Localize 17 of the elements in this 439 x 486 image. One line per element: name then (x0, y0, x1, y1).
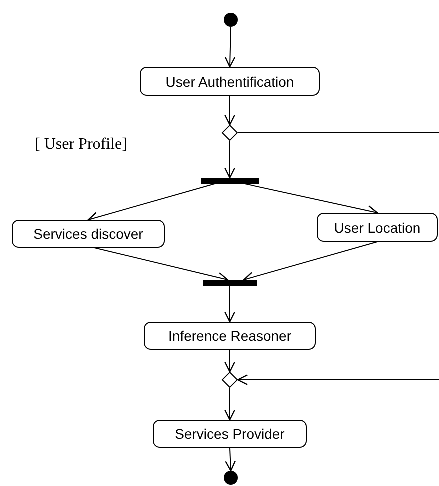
activity-box: User Location (317, 213, 438, 242)
arrow (237, 374, 439, 386)
arrow (224, 96, 236, 126)
guard-label: [ User Profile] (35, 136, 128, 154)
activity-box: Services Provider (153, 420, 307, 448)
activity-box: Inference Reasoner (144, 322, 316, 350)
arrow (224, 286, 236, 323)
arrow (88, 184, 216, 223)
arrow (243, 242, 378, 283)
arrow (224, 388, 236, 421)
activity-box: User Authentification (140, 67, 320, 96)
activity-box: Services discover (12, 220, 165, 248)
arrow (224, 350, 236, 373)
arrow (224, 140, 236, 179)
arrow (225, 448, 236, 472)
connector-line (238, 132, 439, 134)
arrow (224, 26, 236, 68)
